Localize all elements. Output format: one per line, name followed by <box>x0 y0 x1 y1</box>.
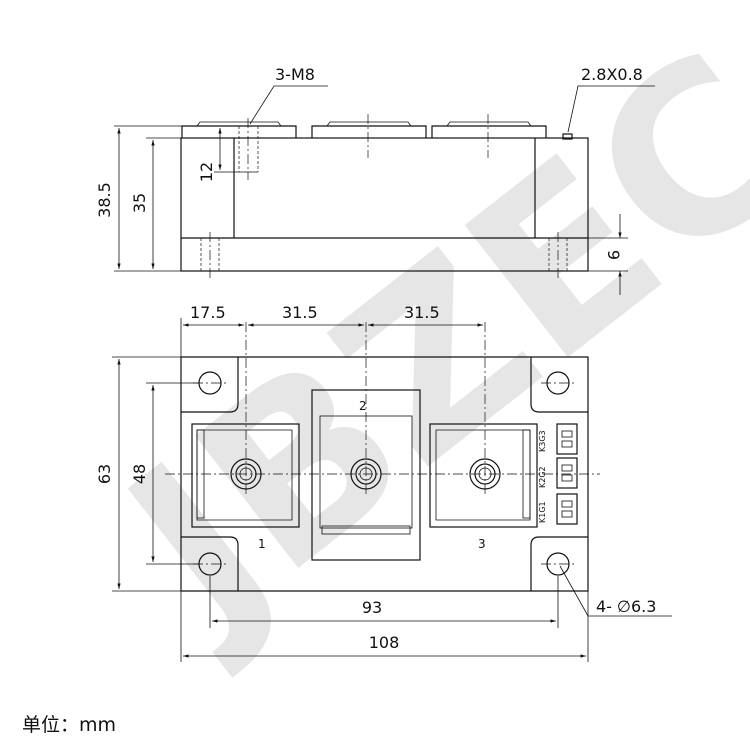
gate-label-3: K3G3 <box>538 430 547 452</box>
dim-hole-spacing-h: 93 <box>362 598 382 617</box>
dim-pitch-2: 31.5 <box>404 303 440 322</box>
terminal-1-label: 1 <box>258 537 266 551</box>
gate-pin <box>562 133 573 140</box>
thread-label: 3-M8 <box>275 65 315 84</box>
dim-thread-depth: 12 <box>197 162 216 182</box>
gate-label-2: K2G2 <box>538 466 547 488</box>
svg-text:JBZEC: JBZEC <box>73 3 750 685</box>
hole-label: 4- ∅6.3 <box>596 597 656 616</box>
dim-width: 108 <box>369 633 400 652</box>
terminal-caps <box>181 121 547 138</box>
unit-label: 单位：mm <box>22 714 117 736</box>
dim-total-height: 38.5 <box>95 182 114 218</box>
terminal-3-label: 3 <box>478 537 486 551</box>
gate-label-1: K1G1 <box>538 501 547 523</box>
dim-hole-spacing-v: 48 <box>130 464 149 484</box>
gate-connectors: K3G3 K2G2 K1G1 <box>538 423 578 525</box>
dim-body-height: 35 <box>130 193 149 213</box>
terminal-2-label: 2 <box>359 399 367 413</box>
dim-height: 63 <box>95 464 114 484</box>
side-view: 3-M8 2.8X0.8 38.5 35 12 9 <box>95 65 655 295</box>
dim-pitch-1: 31.5 <box>282 303 318 322</box>
pin-label: 2.8X0.8 <box>581 65 643 84</box>
dim-base-height: 9 <box>604 250 623 260</box>
top-view: 1 2 3 <box>95 303 672 662</box>
terminal-3: 3 <box>429 423 538 551</box>
watermark: JBZEC <box>73 3 750 685</box>
dim-left-offset: 17.5 <box>190 303 226 322</box>
side-body <box>180 137 589 272</box>
